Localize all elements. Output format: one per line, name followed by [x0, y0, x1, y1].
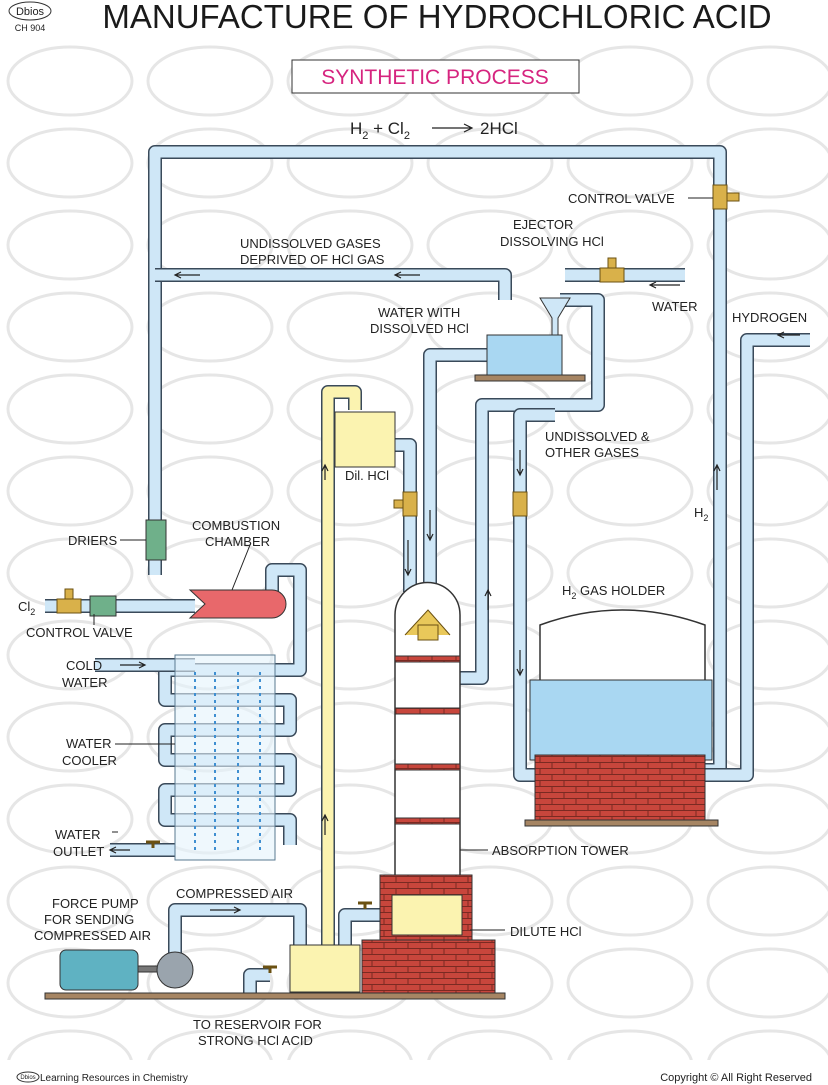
cl2-valve-icon: [56, 588, 82, 614]
svg-text:STRONG HCl ACID: STRONG HCl ACID: [198, 1033, 313, 1048]
svg-text:Cl2: Cl2: [18, 599, 35, 617]
svg-text:DILUTE HCl: DILUTE HCl: [510, 924, 582, 939]
reaction-arrow: [432, 123, 474, 133]
ground: [44, 992, 506, 1000]
svg-text:DEPRIVED OF HCl GAS: DEPRIVED OF HCl GAS: [240, 252, 385, 267]
svg-text:EJECTOR: EJECTOR: [513, 217, 573, 232]
gas-valve-icon: [512, 491, 528, 517]
svg-text:DRIERS: DRIERS: [68, 533, 117, 548]
force-pump: [156, 951, 194, 989]
svg-text:WATER: WATER: [66, 736, 112, 751]
water-cooler: [174, 654, 276, 861]
logo-text: Dbios: [16, 6, 45, 18]
labels: CONTROL VALVE EJECTOR DISSOLVING HCl UND…: [18, 191, 807, 1048]
svg-text:TO RESERVOIR FOR: TO RESERVOIR FOR: [193, 1017, 322, 1032]
svg-text:FOR SENDING: FOR SENDING: [44, 912, 134, 927]
vessel-platform: [474, 374, 586, 382]
footer-logo-text: Dbios: [20, 1075, 35, 1081]
motor: [59, 949, 139, 991]
control-valve-top-icon: [712, 184, 740, 210]
gas-holder-water: [529, 679, 713, 761]
svg-text:HYDROGEN: HYDROGEN: [732, 310, 807, 325]
svg-text:Dil. HCl: Dil. HCl: [345, 468, 389, 483]
footer-right: Copyright © All Right Reserved: [660, 1072, 812, 1084]
gas-holder-brick-base: [534, 754, 706, 821]
svg-text:COMBUSTION: COMBUSTION: [192, 518, 280, 533]
chart-code: CH 904: [15, 23, 46, 33]
dilute-tap-icon: [358, 901, 372, 909]
svg-text:COMPRESSED AIR: COMPRESSED AIR: [34, 928, 151, 943]
tower-base-lower: [361, 939, 496, 996]
svg-text:ABSORPTION TOWER: ABSORPTION TOWER: [492, 843, 629, 858]
logo: [8, 1, 52, 21]
combustion-chamber: [188, 589, 287, 619]
svg-text:WATER: WATER: [652, 299, 698, 314]
outlet-tap-icon: [146, 840, 160, 848]
drier-vertical: [145, 519, 167, 561]
label-leaders: [93, 197, 713, 931]
footer-logo: [16, 1071, 40, 1083]
subtitle-box: [291, 59, 580, 94]
svg-text:H2 GAS HOLDER: H2 GAS HOLDER: [562, 583, 665, 601]
svg-text:CHAMBER: CHAMBER: [205, 534, 270, 549]
svg-text:COOLER: COOLER: [62, 753, 117, 768]
drier-horizontal: [89, 595, 117, 617]
gas-holder-platform: [524, 819, 719, 827]
dissolving-vessel: [486, 334, 563, 376]
flow-arrows: [108, 271, 800, 914]
valves: [56, 184, 740, 973]
svg-text:COLD: COLD: [66, 658, 102, 673]
dil-hcl-valve-icon: [393, 491, 418, 517]
svg-text:DISSOLVED HCl: DISSOLVED HCl: [370, 321, 469, 336]
strong-acid-tank: [289, 944, 361, 993]
svg-text:UNDISSOLVED &: UNDISSOLVED &: [545, 429, 650, 444]
svg-text:UNDISSOLVED GASES: UNDISSOLVED GASES: [240, 236, 381, 251]
reaction-product: 2HCl: [480, 119, 518, 138]
svg-text:CONTROL VALVE: CONTROL VALVE: [26, 625, 133, 640]
spray-head-icon: [404, 609, 451, 641]
svg-text:FORCE PUMP: FORCE PUMP: [52, 896, 139, 911]
svg-text:OTHER GASES: OTHER GASES: [545, 445, 639, 460]
page-title: MANUFACTURE OF HYDROCHLORIC ACID: [102, 0, 771, 35]
svg-text:WATER: WATER: [55, 827, 101, 842]
svg-text:WATER: WATER: [62, 675, 108, 690]
svg-text:COMPRESSED AIR: COMPRESSED AIR: [176, 886, 293, 901]
svg-text:WATER WITH: WATER WITH: [378, 305, 460, 320]
dilute-hcl-vessel: [391, 894, 463, 936]
water-valve-icon: [599, 257, 625, 283]
svg-text:OUTLET: OUTLET: [53, 844, 104, 859]
footer-left: Learning Resources in Chemistry: [40, 1073, 188, 1084]
dil-hcl-tank: [334, 411, 396, 468]
svg-text:H2: H2: [694, 505, 708, 523]
reaction-equation: H2 + Cl2: [350, 119, 410, 142]
subtitle: SYNTHETIC PROCESS: [321, 66, 549, 89]
svg-text:DISSOLVING HCl: DISSOLVING HCl: [500, 234, 604, 249]
svg-text:CONTROL VALVE: CONTROL VALVE: [568, 191, 675, 206]
tower-plates: [394, 655, 461, 825]
reservoir-tap-icon: [263, 965, 277, 973]
